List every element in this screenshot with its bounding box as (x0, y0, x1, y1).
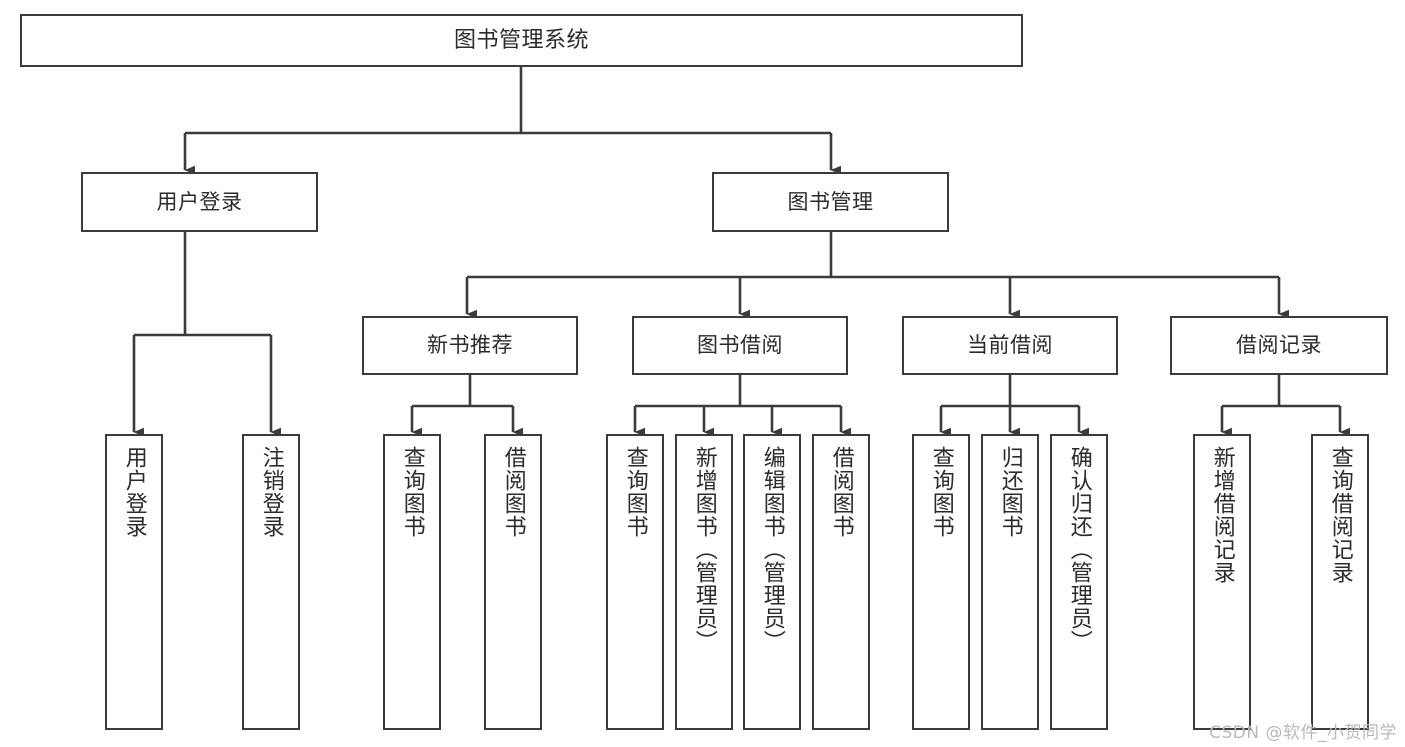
node-leaf-user-login[interactable]: 用户登录 (105, 434, 163, 730)
node-leaf-cur-query-book[interactable]: 查询图书 (912, 434, 970, 730)
node-root[interactable]: 图书管理系统 (20, 14, 1023, 67)
node-book-borrow-label: 图书借阅 (697, 333, 783, 358)
node-book-manage[interactable]: 图书管理 (712, 172, 949, 232)
node-leaf-borrow-add-book[interactable]: 新增图书（管理员） (675, 434, 733, 730)
node-user-login-label: 用户登录 (156, 189, 243, 214)
node-leaf-rec-query-record-label: 查询借阅记录 (1327, 446, 1353, 584)
node-leaf-borrow-query-book-label: 查询图书 (622, 446, 648, 538)
node-book-borrow[interactable]: 图书借阅 (632, 316, 848, 375)
node-leaf-rec-query-book[interactable]: 查询图书 (383, 434, 441, 730)
node-leaf-borrow-edit-book-label: 编辑图书（管理员） (759, 446, 785, 653)
node-leaf-rec-borrow-book-label: 借阅图书 (500, 446, 526, 538)
node-current-borrow-label: 当前借阅 (967, 333, 1053, 358)
node-leaf-user-logout[interactable]: 注销登录 (242, 434, 300, 730)
node-borrow-record[interactable]: 借阅记录 (1170, 316, 1388, 375)
node-leaf-borrow-borrow-book[interactable]: 借阅图书 (812, 434, 870, 730)
node-leaf-cur-confirm-return[interactable]: 确认归还（管理员） (1050, 434, 1108, 730)
node-leaf-borrow-add-book-label: 新增图书（管理员） (691, 446, 717, 653)
node-leaf-user-login-label: 用户登录 (121, 446, 147, 538)
node-borrow-record-label: 借阅记录 (1236, 333, 1322, 358)
node-leaf-rec-query-record[interactable]: 查询借阅记录 (1311, 434, 1369, 730)
node-leaf-borrow-borrow-book-label: 借阅图书 (828, 446, 854, 538)
node-leaf-rec-query-book-label: 查询图书 (399, 446, 425, 538)
node-leaf-cur-confirm-return-label: 确认归还（管理员） (1066, 446, 1092, 653)
node-leaf-borrow-query-book[interactable]: 查询图书 (606, 434, 664, 730)
node-leaf-borrow-edit-book[interactable]: 编辑图书（管理员） (743, 434, 801, 730)
node-leaf-user-logout-label: 注销登录 (258, 446, 284, 538)
node-current-borrow[interactable]: 当前借阅 (902, 316, 1118, 375)
node-leaf-cur-return-book[interactable]: 归还图书 (981, 434, 1039, 730)
watermark-text: CSDN @软件_小贺同学 (1209, 723, 1397, 743)
node-root-label: 图书管理系统 (453, 27, 589, 53)
node-leaf-rec-borrow-book[interactable]: 借阅图书 (484, 434, 542, 730)
node-book-manage-label: 图书管理 (787, 189, 874, 214)
node-leaf-rec-add-record-label: 新增借阅记录 (1209, 446, 1235, 584)
node-new-book-rec-label: 新书推荐 (427, 333, 513, 358)
node-leaf-rec-add-record[interactable]: 新增借阅记录 (1193, 434, 1251, 730)
node-new-book-rec[interactable]: 新书推荐 (362, 316, 578, 375)
node-user-login[interactable]: 用户登录 (81, 172, 318, 232)
node-leaf-cur-query-book-label: 查询图书 (928, 446, 954, 538)
node-leaf-cur-return-book-label: 归还图书 (997, 446, 1023, 538)
